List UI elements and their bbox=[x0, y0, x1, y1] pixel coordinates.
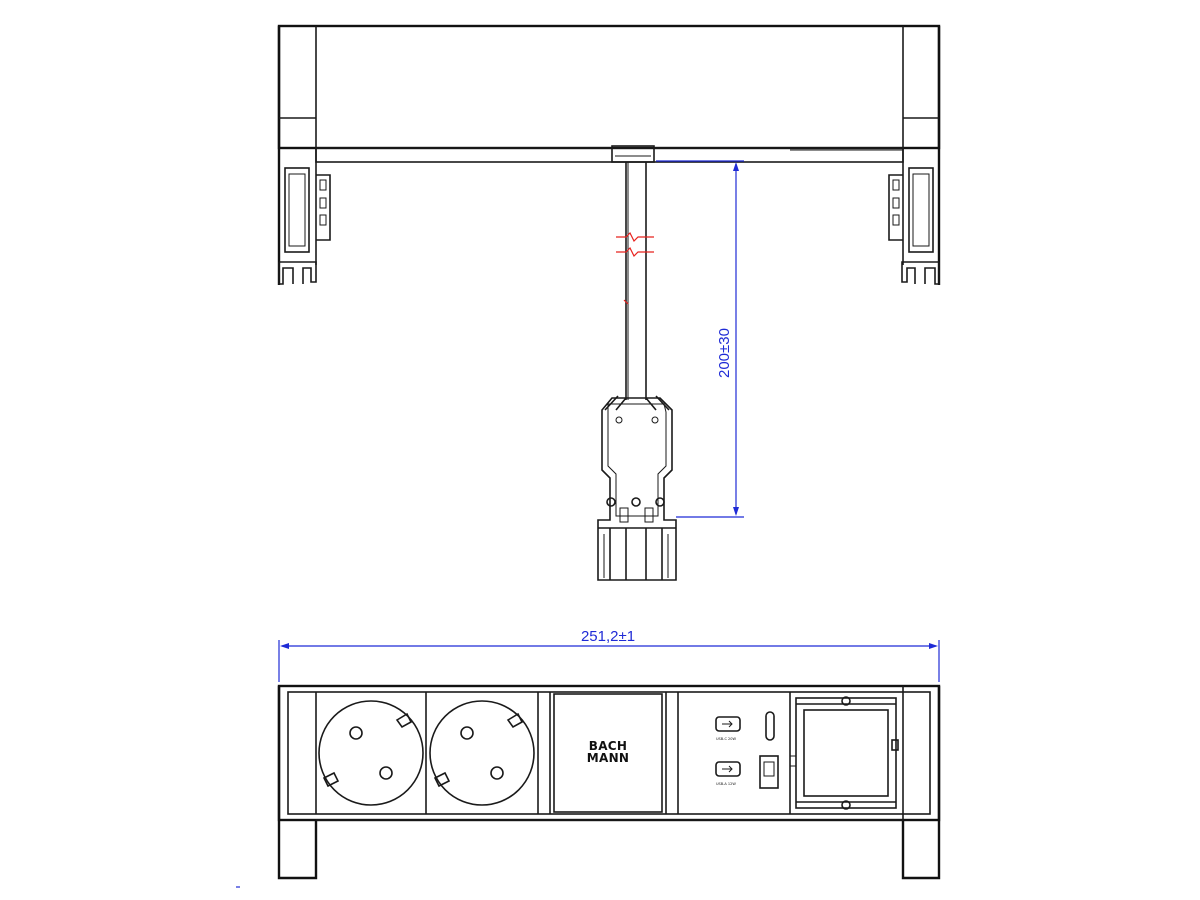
brand-text-line1: BACH bbox=[589, 739, 627, 753]
connector-plug bbox=[597, 395, 677, 581]
usb-charger-module: USB-C 20W USB-A 12W bbox=[715, 711, 779, 789]
cable-gland bbox=[611, 145, 655, 163]
left-clamp bbox=[277, 26, 331, 285]
usb-a-charge-icon bbox=[715, 761, 741, 777]
right-foot bbox=[901, 686, 941, 880]
left-foot bbox=[277, 686, 318, 880]
right-clamp bbox=[888, 26, 941, 285]
cable-length-dimension: 200±30 bbox=[656, 160, 744, 518]
schuko-socket-2 bbox=[429, 700, 535, 806]
usb-a-port bbox=[759, 755, 779, 789]
schuko-socket-1 bbox=[318, 700, 424, 806]
brand-text-line2: MANN bbox=[587, 751, 630, 765]
front-view: 251,2±1 bbox=[277, 628, 941, 880]
brand-module: BACH MANN bbox=[553, 693, 663, 813]
width-label: 251,2±1 bbox=[581, 628, 635, 645]
blank-module-frame bbox=[789, 696, 899, 810]
top-view: 200±30 bbox=[277, 24, 941, 581]
usb-c-port bbox=[765, 711, 775, 741]
usb-c-charge-icon bbox=[715, 716, 741, 732]
usb-c-label: USB-C 20W bbox=[716, 737, 736, 741]
housing-body bbox=[277, 24, 941, 150]
usb-a-label: USB-A 12W bbox=[716, 782, 736, 786]
cable bbox=[616, 162, 654, 400]
width-dimension: 251,2±1 bbox=[278, 628, 940, 682]
cable-length-label: 200±30 bbox=[716, 328, 733, 378]
